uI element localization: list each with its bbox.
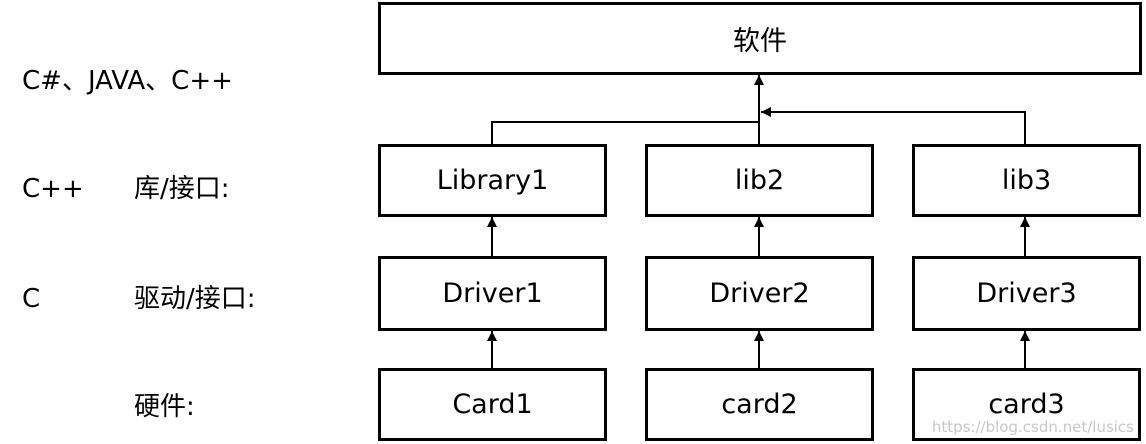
card1-box: Card1 — [378, 368, 607, 441]
driver-language-label: C — [22, 284, 41, 314]
library-row-label: 库/接口: — [134, 174, 230, 204]
lib3-box: lib3 — [912, 144, 1141, 217]
software-language-label: C#、JAVA、C++ — [22, 66, 233, 96]
driver1-box: Driver1 — [378, 256, 607, 331]
hardware-row-label: 硬件: — [134, 392, 195, 422]
connector-library1-software — [491, 121, 759, 144]
connector-lib3-software — [761, 107, 1026, 144]
driver3-box: Driver3 — [912, 256, 1141, 331]
watermark-text: https://blog.csdn.net/lusics — [931, 418, 1134, 436]
software-box: 软件 — [378, 2, 1142, 75]
library-language-label: C++ — [22, 174, 84, 204]
lib2-box: lib2 — [645, 144, 874, 217]
driver-row-label: 驱动/接口: — [134, 284, 256, 314]
library1-box: Library1 — [378, 144, 607, 217]
card3-box: card3 — [912, 368, 1141, 441]
card2-box: card2 — [645, 368, 874, 441]
driver2-box: Driver2 — [645, 256, 874, 331]
